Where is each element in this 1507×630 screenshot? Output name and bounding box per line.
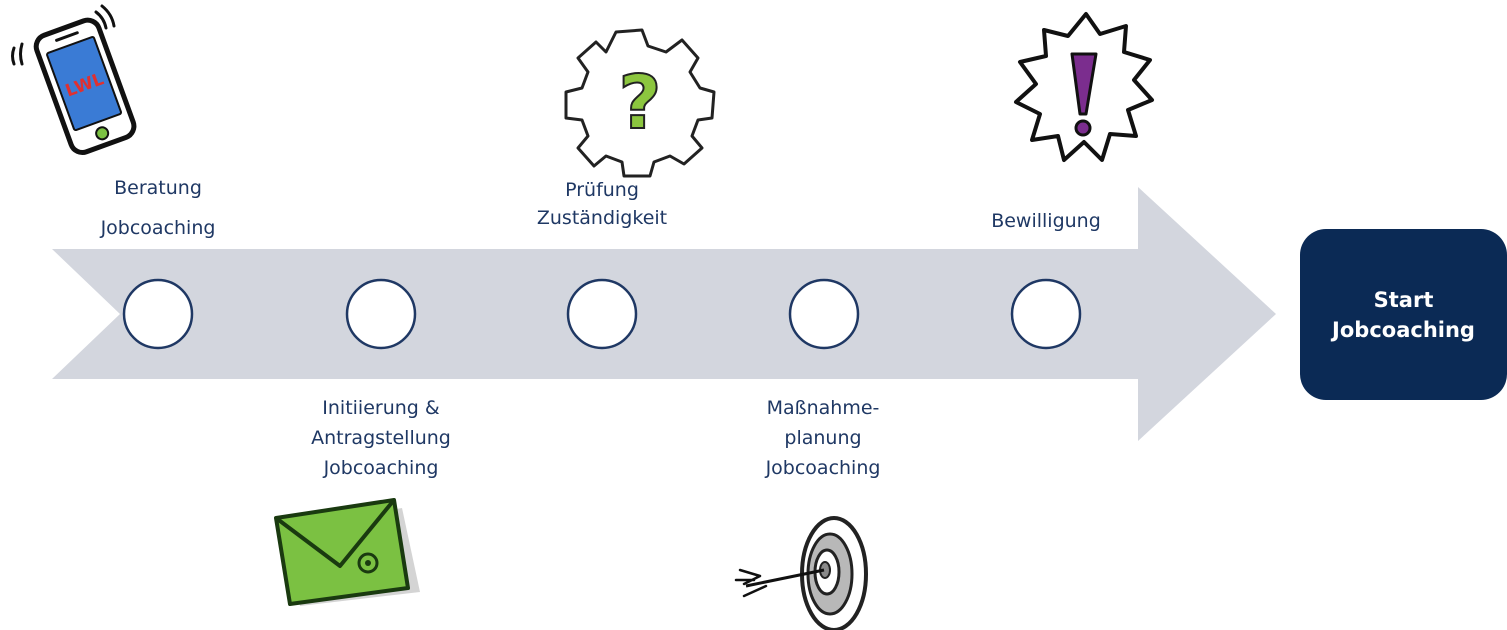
step-label-line: Zuständigkeit <box>536 207 668 229</box>
step-label-massnahme: Maßnahme- planung Jobcoaching <box>723 393 923 483</box>
start-box-line: Jobcoaching <box>1332 317 1475 342</box>
step-circle-massnahme <box>788 278 860 350</box>
step-label-pruefung: Prüfung Zuständigkeit <box>502 176 702 232</box>
step-label-line: Jobcoaching <box>323 457 439 479</box>
step-label-line: Maßnahme- <box>766 397 880 419</box>
exclamation-burst-icon <box>1014 12 1154 162</box>
start-jobcoaching-box: Start Jobcoaching <box>1300 229 1507 400</box>
step-label-line: Beratung <box>114 177 202 199</box>
start-box-line: Start <box>1373 287 1434 312</box>
step-label-line: Antragstellung <box>311 427 451 449</box>
step-circle-bewilligung <box>1010 278 1082 350</box>
step-label-line: Initiierung & <box>322 397 440 419</box>
target-arrow-icon <box>734 516 868 630</box>
smartphone-icon: LWL <box>11 4 137 156</box>
step-label-line: Prüfung <box>565 179 639 201</box>
question-mark: ? <box>619 60 662 146</box>
step-label-line: Bewilligung <box>991 210 1101 232</box>
gear-question-icon: ? <box>564 28 716 178</box>
step-circle-initiierung <box>345 278 417 350</box>
step-label-line: planung <box>784 427 862 449</box>
step-circle-beratung <box>122 278 194 350</box>
step-circle-pruefung <box>566 278 638 350</box>
step-label-line: Jobcoaching <box>100 217 216 239</box>
step-label-beratung: Beratung Jobcoaching <box>58 168 258 248</box>
process-arrow <box>52 187 1276 441</box>
step-label-bewilligung: Bewilligung <box>946 206 1146 236</box>
envelope-icon <box>274 498 420 606</box>
step-label-line: Jobcoaching <box>765 457 881 479</box>
step-label-initiierung: Initiierung & Antragstellung Jobcoaching <box>281 393 481 483</box>
